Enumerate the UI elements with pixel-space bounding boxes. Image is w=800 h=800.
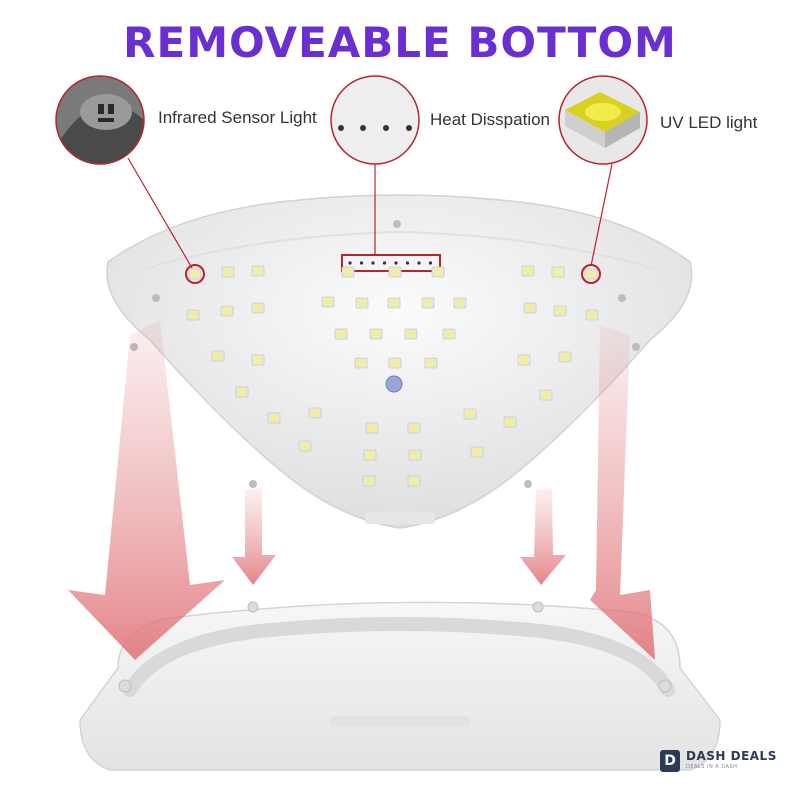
uv-led (388, 357, 402, 369)
infrared-sensor-closeup-icon (55, 75, 145, 165)
uv-led (421, 297, 435, 309)
uv-led (251, 354, 265, 366)
uv-led (220, 305, 234, 317)
uv-led (558, 351, 572, 363)
uv-led (235, 386, 249, 398)
uv-led (463, 408, 477, 420)
uv-led (354, 357, 368, 369)
vent-hole (405, 261, 410, 265)
uv-led-chip-closeup-icon (558, 75, 648, 165)
uv-led (584, 268, 598, 280)
base-peg (532, 601, 544, 613)
uv-led (387, 297, 401, 309)
uv-led (267, 412, 281, 424)
uv-led (503, 416, 517, 428)
uv-led (453, 297, 467, 309)
removal-arrows (68, 320, 655, 660)
vent-hole (417, 261, 421, 265)
vent-holes-closeup-icon (330, 75, 420, 165)
headline: REMOVEABLE BOTTOM (123, 18, 677, 67)
brand-logo-icon: D (660, 750, 680, 772)
base-peg (118, 679, 132, 693)
uv-led (186, 309, 200, 321)
uv-led (355, 297, 369, 309)
lamp-inner-edge (139, 230, 661, 271)
vent-hole (382, 261, 387, 265)
screw-hole (393, 220, 401, 228)
uv-led (365, 422, 379, 434)
vent-hole (359, 261, 364, 265)
base-peg (658, 679, 672, 693)
vent-hole (371, 261, 375, 265)
uv-led (341, 266, 355, 278)
uv-led (521, 265, 535, 277)
uv-led (539, 389, 553, 401)
uv-led (551, 266, 565, 278)
screw-hole (618, 294, 626, 302)
base-peg (247, 601, 259, 613)
uv-led (431, 266, 445, 278)
brand-logo: D DASH DEALS DEALS IN A DASH (660, 748, 780, 778)
uv-led (404, 328, 418, 340)
uv-led (321, 296, 335, 308)
uv-led (362, 475, 376, 487)
vent-holes (348, 261, 433, 265)
uv-led (442, 328, 456, 340)
infrared-sensor-highlight (185, 264, 205, 284)
down-arrow (520, 488, 566, 585)
down-arrow (68, 320, 225, 660)
uv-led (251, 265, 265, 277)
vent-hole (428, 261, 433, 265)
down-arrow (590, 325, 655, 660)
fan-vent-icon (385, 375, 403, 393)
uv-led (424, 357, 438, 369)
uv-led (407, 422, 421, 434)
screw-hole (524, 480, 532, 488)
infrared-sensor-label: Infrared Sensor Light (158, 108, 317, 127)
base-tray-slot (330, 716, 470, 726)
uv-led (369, 328, 383, 340)
uv-led (388, 266, 402, 278)
uv-led (363, 449, 377, 461)
uv-led-label: UV LED light (660, 113, 758, 132)
screw-hole (152, 294, 160, 302)
heat-dissipation-label: Heat Disspation (430, 110, 551, 129)
uv-led (298, 440, 312, 452)
uv-led (211, 350, 225, 362)
lamp-bottom-tab (365, 512, 435, 524)
screw-hole (249, 480, 257, 488)
uv-led (523, 302, 537, 314)
brand-tagline: DEALS IN A DASH (686, 764, 738, 770)
vent-hole (348, 261, 352, 265)
uv-led (251, 302, 265, 314)
screw-hole (632, 343, 640, 351)
down-arrow (232, 488, 276, 585)
uv-led (407, 475, 421, 487)
uv-led (553, 305, 567, 317)
brand-name: DASH DEALS (686, 749, 777, 763)
uv-led (585, 309, 599, 321)
vent-hole (394, 261, 398, 265)
base-tray-rim (123, 617, 675, 697)
uv-led (470, 446, 484, 458)
uv-led (334, 328, 348, 340)
uv-led-array (186, 265, 599, 487)
uv-led (408, 449, 422, 461)
uv-led (308, 407, 322, 419)
uv-led (188, 268, 202, 280)
uv-led (517, 354, 531, 366)
callout-lines (127, 157, 613, 269)
uv-led (221, 266, 235, 278)
